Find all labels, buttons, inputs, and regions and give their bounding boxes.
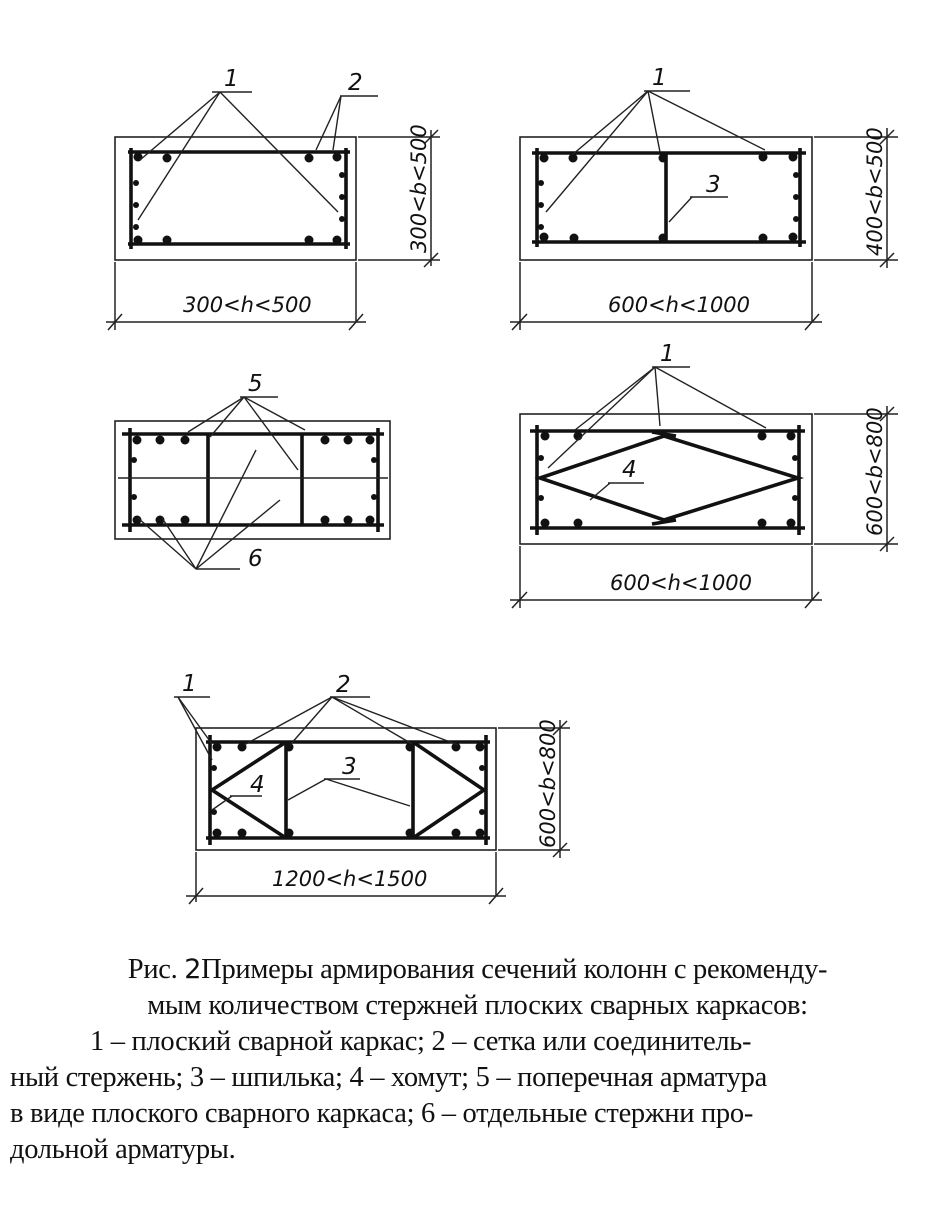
caption-prefix: Рис.	[127, 954, 178, 985]
section-2-dim-h: 600<h<1000	[608, 293, 750, 317]
section-5-label-2: 2	[336, 672, 351, 698]
column-reinforcement-diagram: .outline { fill: none; stroke: #222; str…	[106, 65, 898, 905]
caption-title-line-2: мым количеством стержней плоских сварных…	[147, 990, 808, 1021]
caption-legend-line-2: ный стержень; 3 – шпилька; 4 – хомут; 5 …	[10, 1062, 767, 1093]
section-1-label-2: 2	[348, 70, 363, 96]
section-2-label-1: 1	[652, 65, 667, 91]
section-1-dim-b: 300<b<500	[407, 124, 431, 253]
section-1-300x300: 1 2 300<h<500 300<b<500	[106, 66, 440, 331]
section-5-label-4: 4	[250, 772, 265, 798]
caption-legend-line-1: 1 – плоский сварной каркас; 2 – сетка ил…	[90, 1026, 752, 1057]
section-3-label-5: 5	[248, 371, 263, 397]
section-1-dim-h: 300<h<500	[183, 293, 312, 317]
section-4-label-4: 4	[622, 457, 637, 483]
section-4-dim-h: 600<h<1000	[610, 571, 752, 595]
section-1-label-1: 1	[224, 66, 239, 92]
section-2-dim-b: 400<b<500	[863, 127, 887, 256]
caption-legend-line-3: в виде плоского сварного каркаса; 6 – от…	[10, 1098, 754, 1129]
section-4-hoop: 1 4 600<h<1000 600<b<800	[510, 341, 898, 609]
caption-legend-line-4: дольной арматуры.	[10, 1134, 236, 1165]
section-5-label-1: 1	[182, 671, 197, 697]
section-5-label-3: 3	[342, 754, 357, 780]
section-3-transverse-frames: 5 6	[114, 371, 391, 572]
section-5-1200x600: 1 2 3 4 1200<h<1500 600<b<800	[174, 671, 570, 905]
section-5-dim-b: 600<b<800	[536, 719, 560, 848]
section-2-600x400: 1 3 600<h<1000 400<b<500	[510, 65, 898, 331]
section-4-label-1: 1	[660, 341, 675, 367]
section-5-dim-h: 1200<h<1500	[272, 867, 427, 891]
section-3-label-6: 6	[248, 546, 263, 572]
caption-figure-number: 2	[184, 954, 202, 985]
section-4-dim-b: 600<b<800	[863, 407, 887, 536]
caption-title-line-1: Рис. 2Примеры армирования сечений колонн…	[10, 952, 945, 988]
caption-title-part-1: Примеры армирования сечений колонн с рек…	[201, 954, 828, 985]
section-2-label-3: 3	[706, 172, 721, 198]
figure-caption: Рис. 2Примеры армирования сечений колонн…	[10, 952, 945, 1168]
